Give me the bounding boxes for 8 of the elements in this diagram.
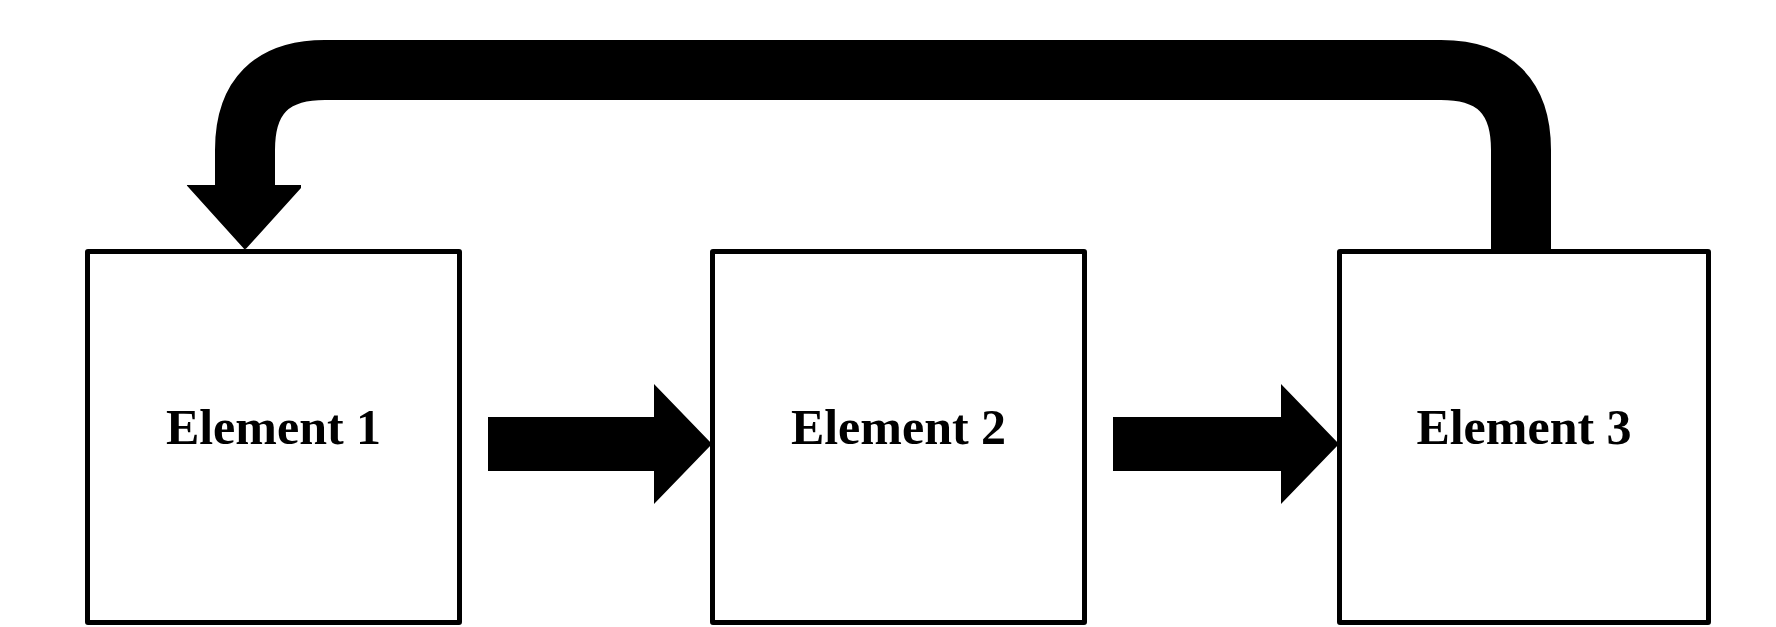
element-label: Element 1 [165,402,382,452]
element-box [1337,249,1711,625]
element-label: Element 3 [1416,402,1632,452]
block-arrow [488,384,712,504]
element-box [85,249,462,625]
element-label: Element 2 [790,402,1007,452]
block-arrow [1113,384,1339,504]
element-box [710,249,1087,625]
